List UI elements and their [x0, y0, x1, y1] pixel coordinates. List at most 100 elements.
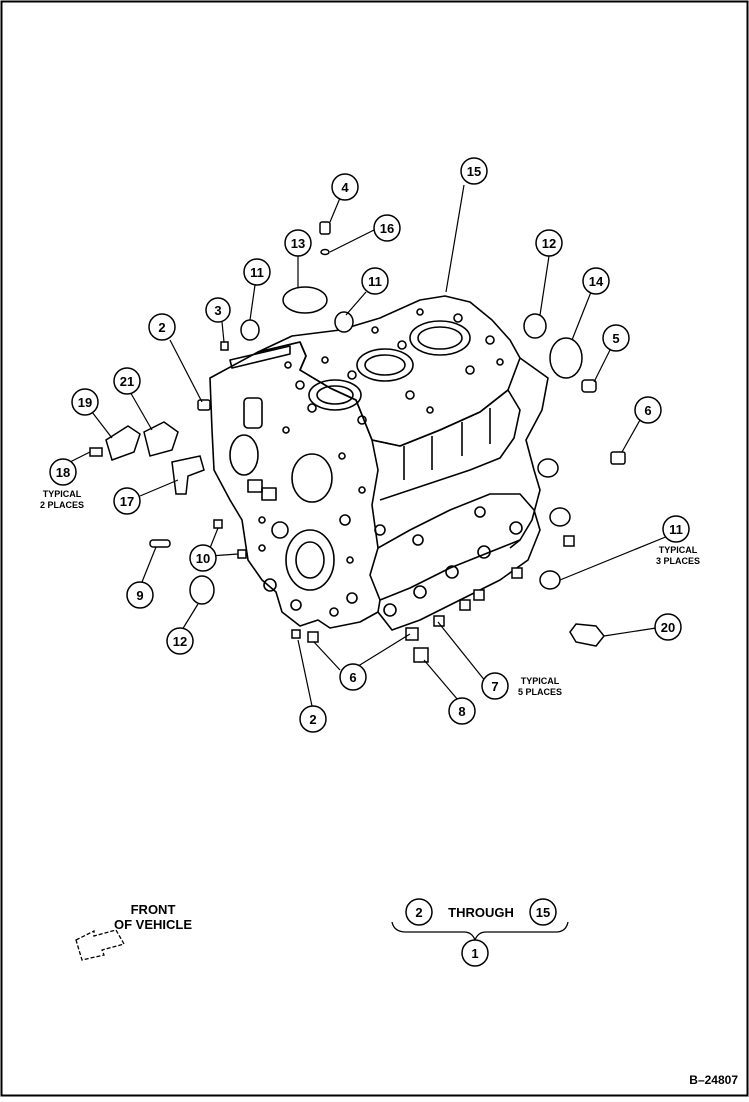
svg-text:11: 11 — [250, 265, 264, 280]
callout-12-top: 12 — [535, 229, 563, 257]
svg-text:2 PLACES: 2 PLACES — [40, 500, 84, 510]
callout-11-b: 11 — [361, 267, 389, 295]
part-12-plug-b — [189, 575, 215, 605]
range-end-callout — [529, 898, 557, 926]
svg-text:8: 8 — [458, 704, 465, 719]
callout-18: 18 — [49, 458, 77, 486]
svg-text:5 PLACES: 5 PLACES — [518, 687, 562, 697]
part-20-sender — [569, 623, 605, 647]
part-19-cover — [105, 425, 141, 461]
typical-2-places-note: TYPICAL 2 PLACES — [40, 489, 84, 510]
front-of-vehicle-label: FRONT OF VEHICLE — [114, 902, 192, 932]
part-10-pin-a — [213, 519, 223, 529]
svg-text:11: 11 — [368, 274, 382, 289]
callout-13: 13 — [284, 229, 312, 257]
callout-6-top: 6 — [634, 396, 662, 424]
part-14-plug — [549, 337, 583, 379]
svg-text:18: 18 — [56, 465, 70, 480]
svg-text:TYPICAL: TYPICAL — [521, 676, 560, 686]
svg-text:13: 13 — [291, 236, 305, 251]
callout-4: 4 — [331, 173, 359, 201]
svg-text:14: 14 — [589, 274, 604, 289]
part-17-fitting — [171, 455, 205, 495]
part-21-gasket — [143, 421, 179, 457]
part-2-dowel-a — [197, 399, 211, 411]
part-11-plug-a — [240, 319, 260, 341]
part-16-oring — [320, 248, 330, 256]
part-7-plug-a — [563, 535, 575, 547]
svg-text:6: 6 — [644, 403, 651, 418]
svg-text:15: 15 — [467, 164, 481, 179]
loose-parts — [89, 221, 626, 663]
callout-15: 15 — [460, 157, 488, 185]
part-6-plug-a — [610, 451, 626, 465]
part-12-plug-a — [523, 313, 547, 339]
svg-text:FRONT: FRONT — [131, 902, 176, 917]
front-direction-arrow-icon — [75, 929, 125, 961]
svg-text:12: 12 — [542, 236, 556, 251]
callout-19: 19 — [71, 388, 99, 416]
part-8-plug — [413, 647, 429, 663]
svg-text:7: 7 — [491, 679, 498, 694]
callout-6-bottom: 6 — [339, 663, 367, 691]
part-7-plug-e — [433, 615, 445, 627]
svg-text:3 PLACES: 3 PLACES — [656, 556, 700, 566]
assembly-callout-1-num: 1 — [471, 946, 478, 961]
part-7-plug-d — [459, 599, 471, 611]
part-7-plug-b — [511, 567, 523, 579]
svg-text:OF VEHICLE: OF VEHICLE — [114, 917, 192, 932]
range-start-callout — [405, 898, 433, 926]
callout-2-top: 2 — [148, 313, 176, 341]
svg-text:6: 6 — [349, 670, 356, 685]
part-3-pin — [220, 341, 229, 351]
callout-10: 10 — [189, 544, 217, 572]
leader-lines — [61, 184, 669, 707]
part-11-plug-c — [537, 458, 559, 478]
part-2-dowel-b — [291, 629, 301, 639]
engine-block-illustration — [209, 295, 549, 631]
figure-reference: B–24807 — [689, 1073, 738, 1087]
part-6-plug-c — [307, 631, 319, 643]
part-18-screw — [89, 447, 103, 457]
part-11-plug-b — [334, 311, 354, 333]
callout-21: 21 — [113, 367, 141, 395]
part-5-dowel — [581, 379, 597, 393]
svg-text:9: 9 — [136, 588, 143, 603]
assembly-callout-1 — [461, 939, 489, 967]
part-4-plug — [319, 221, 331, 235]
part-7-plug-c — [473, 589, 485, 601]
part-11-plug-e — [539, 570, 561, 590]
part-13-plug — [282, 286, 328, 314]
range-start-num: 2 — [415, 905, 422, 920]
svg-text:11: 11 — [669, 522, 683, 537]
svg-text:17: 17 — [120, 494, 134, 509]
svg-text:TYPICAL: TYPICAL — [659, 545, 698, 555]
range-through-label: THROUGH — [448, 905, 514, 920]
svg-text:16: 16 — [380, 221, 394, 236]
callout-20: 20 — [654, 613, 682, 641]
svg-text:4: 4 — [341, 180, 349, 195]
part-9-pin — [149, 539, 171, 548]
svg-text:21: 21 — [120, 374, 134, 389]
part-6-plug-b — [405, 627, 419, 641]
svg-text:TYPICAL: TYPICAL — [43, 489, 82, 499]
part-10-pin-b — [237, 549, 247, 559]
callout-5: 5 — [602, 324, 630, 352]
typical-5-places-note: TYPICAL 5 PLACES — [518, 676, 562, 697]
typical-3-places-note: TYPICAL 3 PLACES — [656, 545, 700, 566]
callouts: 4 15 16 13 12 11 11 14 3 2 5 21 19 6 18 … — [49, 157, 690, 733]
svg-text:3: 3 — [214, 303, 221, 318]
callout-11-right: 11 — [662, 515, 690, 543]
callout-3: 3 — [205, 297, 231, 323]
svg-text:10: 10 — [196, 551, 210, 566]
callout-9: 9 — [126, 581, 154, 609]
callout-2-bottom: 2 — [299, 705, 327, 733]
callout-17: 17 — [113, 487, 141, 515]
part-11-plug-d — [549, 507, 571, 527]
callout-8: 8 — [448, 697, 476, 725]
callout-16: 16 — [373, 214, 401, 242]
svg-text:19: 19 — [78, 395, 92, 410]
